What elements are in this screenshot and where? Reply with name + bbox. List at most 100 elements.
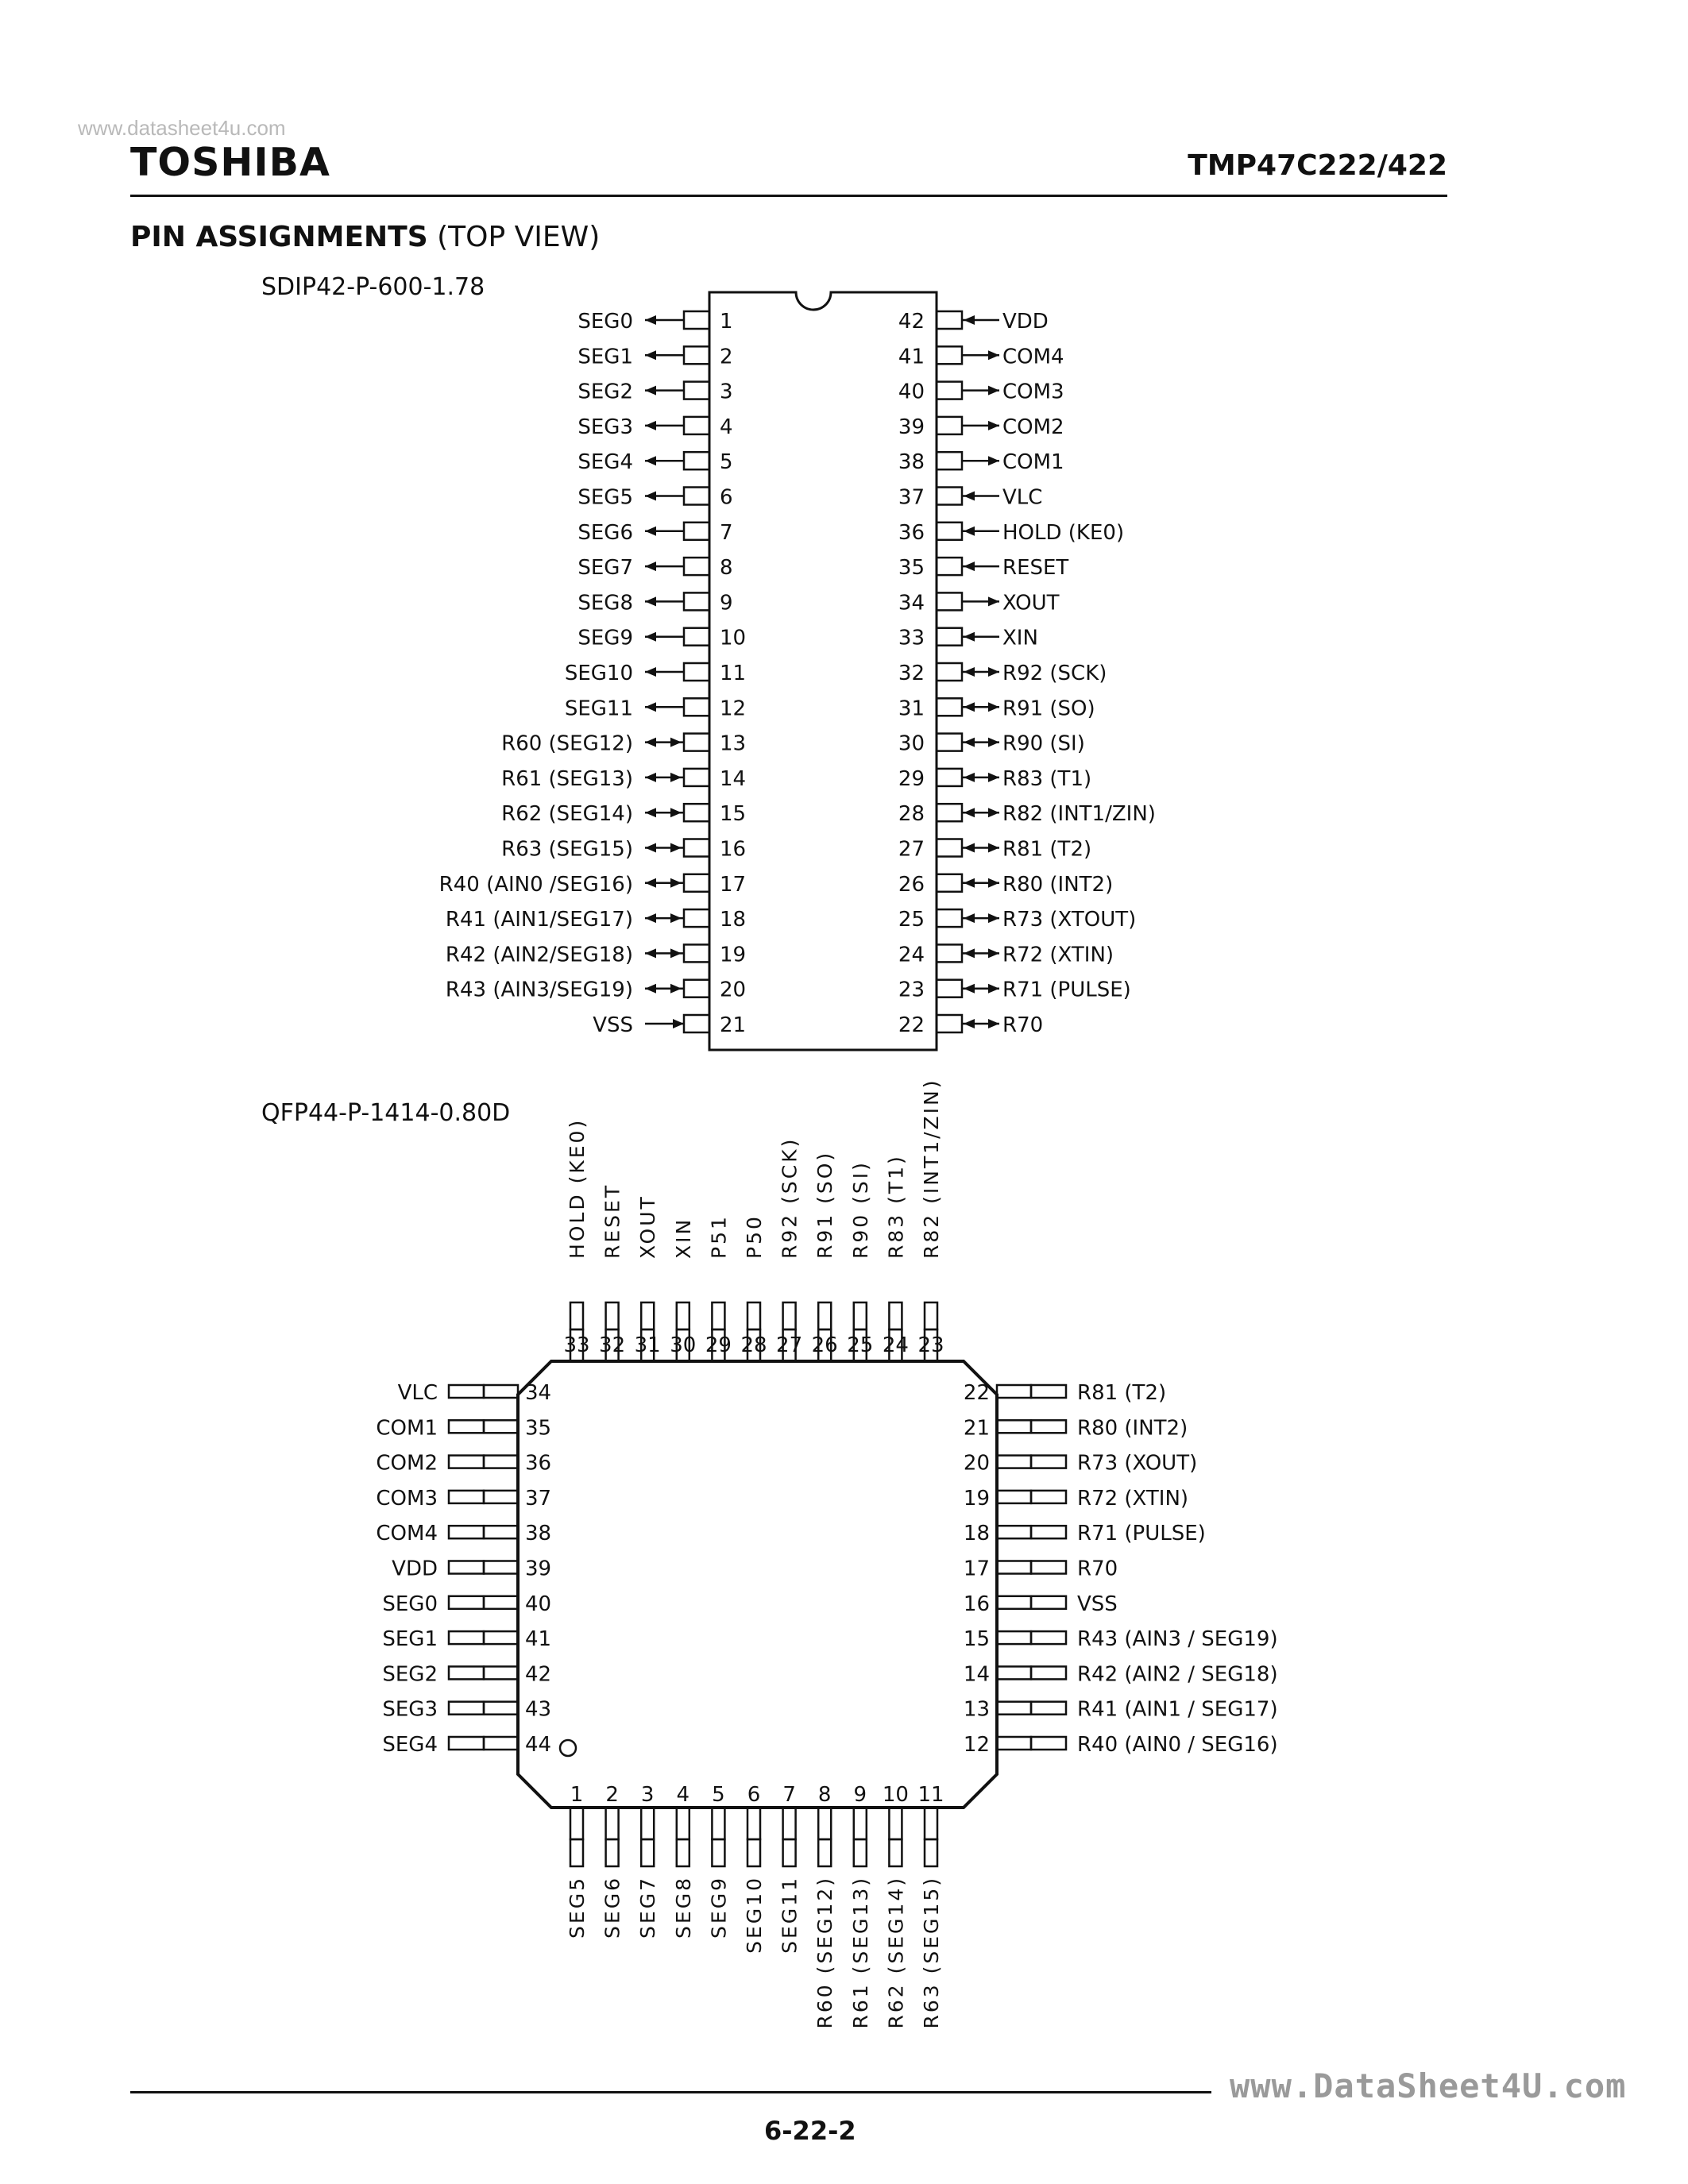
arrow-out-icon: [988, 350, 999, 361]
qfp-pin-lead: [1029, 1419, 1068, 1434]
sdip-pin-label: R63 (SEG15): [501, 838, 633, 862]
sdip-pin-number: 40: [898, 380, 925, 404]
sdip-pin-number: 24: [898, 943, 925, 967]
sdip-package-label: SDIP42-P-600-1.78: [261, 273, 485, 301]
pin1-marker-icon: [558, 1738, 577, 1758]
sdip-pin-pad: [682, 662, 711, 682]
qfp-pin-number: 16: [964, 1592, 990, 1616]
arrow-bidir-icon: [988, 702, 999, 712]
sdip-pin-label: R60 (SEG12): [501, 732, 633, 756]
qfp-pin-lead: [711, 1328, 726, 1363]
sdip-pin-number: 37: [898, 486, 925, 510]
qfp-pin-lead: [782, 1838, 797, 1868]
sdip-pin-pad: [935, 662, 964, 682]
qfp-pin-lead: [447, 1665, 485, 1680]
arrow-bidir-icon: [670, 948, 682, 959]
qfp-pin-lead: [447, 1524, 485, 1540]
sdip-pin-pad: [682, 627, 711, 646]
arrow-bidir-icon: [988, 948, 999, 959]
sdip-pin-label: SEG3: [577, 415, 633, 439]
qfp-pin-lead: [1029, 1524, 1068, 1540]
arrow-bidir-icon: [645, 772, 656, 782]
sdip-pin-number: 21: [720, 1013, 746, 1037]
arrow-bidir-icon: [964, 1019, 975, 1028]
sdip-pin-pad: [682, 978, 711, 998]
arrow-bidir-icon: [670, 878, 682, 888]
qfp-pin-number: 22: [964, 1381, 990, 1405]
sdip-pin-label: R80 (INT2): [1002, 873, 1113, 897]
qfp-pin-lead: [995, 1665, 1033, 1680]
qfp-package-label: QFP44-P-1414-0.80D: [261, 1099, 511, 1127]
qfp-pin-number: 37: [525, 1487, 551, 1511]
qfp-pin-label: XOUT: [636, 1194, 659, 1259]
qfp-pin-lead: [995, 1524, 1033, 1540]
qfp-pin-lead: [569, 1806, 585, 1841]
sdip-pin-pad: [935, 415, 964, 436]
qfp-pin-label: SEG1: [382, 1627, 438, 1651]
qfp-pin-lead: [782, 1328, 797, 1363]
part-number: TMP47C222/422: [1188, 149, 1447, 182]
sdip-pin-number: 7: [720, 521, 733, 545]
qfp-pin-lead: [852, 1806, 868, 1841]
arrow-out-icon: [645, 456, 656, 466]
qfp-pin-lead: [746, 1328, 762, 1363]
qfp-pin-number: 24: [883, 1333, 909, 1357]
arrow-bidir-icon: [988, 983, 999, 994]
sdip-pin-pad: [935, 697, 964, 717]
qfp-pin-lead: [995, 1630, 1033, 1646]
qfp-pin-lead: [675, 1838, 691, 1868]
qfp-pin-lead: [605, 1328, 620, 1363]
sdip-pin-label: SEG0: [577, 310, 633, 334]
qfp-pin-number: 39: [525, 1557, 551, 1581]
sdip-pin-number: 18: [720, 908, 746, 932]
sdip-pin-pad: [935, 732, 964, 752]
sdip-pin-label: SEG6: [577, 521, 633, 545]
arrow-in-icon: [673, 1019, 684, 1028]
sdip-pin-pad: [935, 908, 964, 928]
sdip-pin-label: COM4: [1002, 345, 1064, 369]
sdip-pin-number: 15: [720, 802, 746, 826]
arrow-bidir-icon: [988, 843, 999, 853]
qfp-pin-label: R63 (SEG15): [920, 1876, 943, 2029]
sdip-pin-label: R82 (INT1/ZIN): [1002, 802, 1156, 826]
sdip-pin-number: 35: [898, 556, 925, 580]
arrow-out-icon: [645, 526, 656, 536]
sdip-pin-label: R72 (XTIN): [1002, 943, 1114, 967]
sdip-pin-number: 27: [898, 838, 925, 862]
qfp-pin-number: 38: [525, 1522, 551, 1545]
qfp-pin-lead: [447, 1735, 485, 1751]
qfp-pin-lead: [995, 1383, 1033, 1399]
qfp-pin-label: COM3: [376, 1487, 438, 1511]
qfp-pin-label: SEG0: [382, 1592, 438, 1616]
qfp-pin-number: 13: [964, 1698, 990, 1722]
qfp-pin-lead: [995, 1700, 1033, 1715]
sdip-pin-number: 22: [898, 1013, 925, 1037]
qfp-pin-lead: [1029, 1383, 1068, 1399]
qfp-pin-label: R73 (XOUT): [1077, 1452, 1197, 1476]
arrow-bidir-icon: [964, 702, 975, 712]
qfp-pin-lead: [923, 1301, 939, 1331]
qfp-pin-lead: [447, 1700, 485, 1715]
qfp-pin-lead: [995, 1419, 1033, 1434]
arrow-in-icon: [964, 526, 975, 536]
sdip-pin-number: 38: [898, 450, 925, 474]
sdip-pin-pad: [682, 767, 711, 788]
sdip-pin-number: 41: [898, 345, 925, 369]
sdip-pin-label: VSS: [593, 1013, 633, 1037]
arrow-bidir-icon: [645, 808, 656, 818]
qfp-pin-number: 14: [964, 1662, 990, 1686]
qfp-pin-lead: [447, 1489, 485, 1505]
arrow-bidir-icon: [670, 913, 682, 924]
qfp-pin-lead: [995, 1454, 1033, 1469]
qfp-pin-number: 29: [705, 1333, 732, 1357]
sdip-pin-number: 39: [898, 415, 925, 439]
qfp-pin-number: 4: [677, 1783, 690, 1807]
qfp-pin-number: 10: [883, 1783, 909, 1807]
qfp-pin-lead: [482, 1630, 520, 1646]
qfp-pin-lead: [639, 1806, 655, 1841]
qfp-pin-label: HOLD (KE0): [566, 1118, 589, 1259]
arrow-bidir-icon: [964, 808, 975, 818]
sdip-pin-pad: [935, 627, 964, 646]
arrow-bidir-icon: [988, 667, 999, 677]
